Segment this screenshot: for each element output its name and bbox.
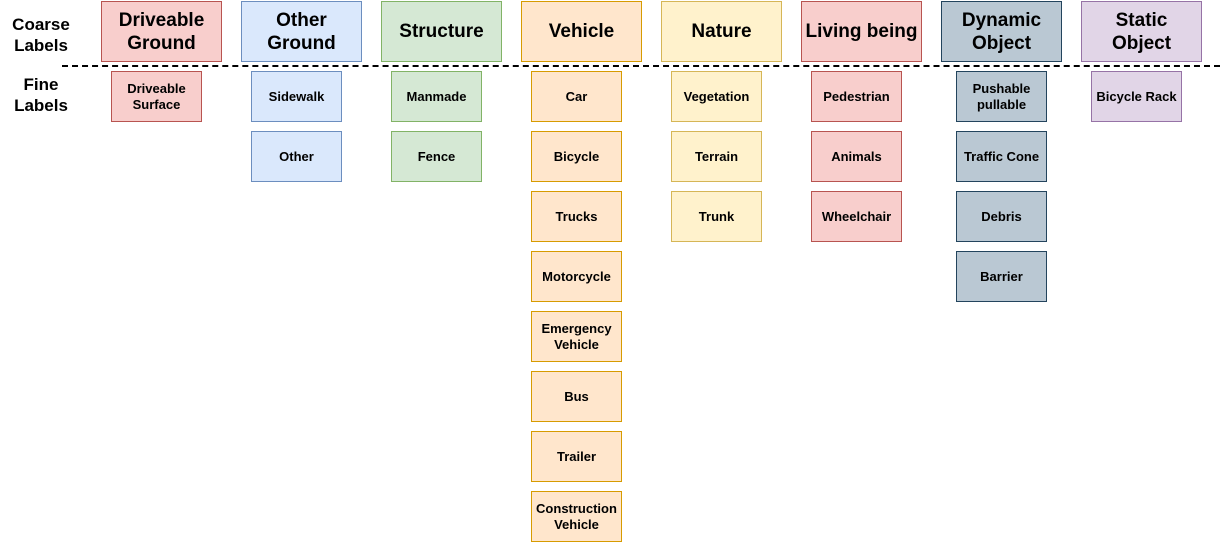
fine-label-construction-vehicle: Construction Vehicle <box>531 491 622 542</box>
fine-label-vegetation: Vegetation <box>671 71 762 122</box>
fine-labels-heading: Fine Labels <box>14 75 68 115</box>
fine-label-driveable-surface: Driveable Surface <box>111 71 202 122</box>
fine-label-terrain: Terrain <box>671 131 762 182</box>
fine-label-wheelchair: Wheelchair <box>811 191 902 242</box>
fine-label-sidewalk: Sidewalk <box>251 71 342 122</box>
fine-label-motorcycle: Motorcycle <box>531 251 622 302</box>
fine-label-trailer: Trailer <box>531 431 622 482</box>
fine-label-other: Other <box>251 131 342 182</box>
coarse-label-vehicle: Vehicle <box>521 1 642 62</box>
fine-label-bus: Bus <box>531 371 622 422</box>
fine-label-traffic-cone: Traffic Cone <box>956 131 1047 182</box>
fine-label-fence: Fence <box>391 131 482 182</box>
fine-label-debris: Debris <box>956 191 1047 242</box>
coarse-label-nature: Nature <box>661 1 782 62</box>
coarse-label-static-object: Static Object <box>1081 1 1202 62</box>
dashed-divider <box>62 65 1220 67</box>
fine-label-emergency-vehicle: Emergency Vehicle <box>531 311 622 362</box>
coarse-label-other-ground: Other Ground <box>241 1 362 62</box>
fine-label-car: Car <box>531 71 622 122</box>
fine-label-manmade: Manmade <box>391 71 482 122</box>
fine-label-pedestrian: Pedestrian <box>811 71 902 122</box>
fine-label-bicycle-rack: Bicycle Rack <box>1091 71 1182 122</box>
coarse-label-dynamic-object: Dynamic Object <box>941 1 1062 62</box>
fine-label-animals: Animals <box>811 131 902 182</box>
fine-label-bicycle: Bicycle <box>531 131 622 182</box>
fine-label-trunk: Trunk <box>671 191 762 242</box>
coarse-label-structure: Structure <box>381 1 502 62</box>
fine-label-pushable-pullable: Pushable pullable <box>956 71 1047 122</box>
coarse-label-driveable-ground: Driveable Ground <box>101 1 222 62</box>
coarse-label-living-being: Living being <box>801 1 922 62</box>
coarse-labels-heading: Coarse Labels <box>12 15 70 55</box>
fine-label-barrier: Barrier <box>956 251 1047 302</box>
fine-label-trucks: Trucks <box>531 191 622 242</box>
